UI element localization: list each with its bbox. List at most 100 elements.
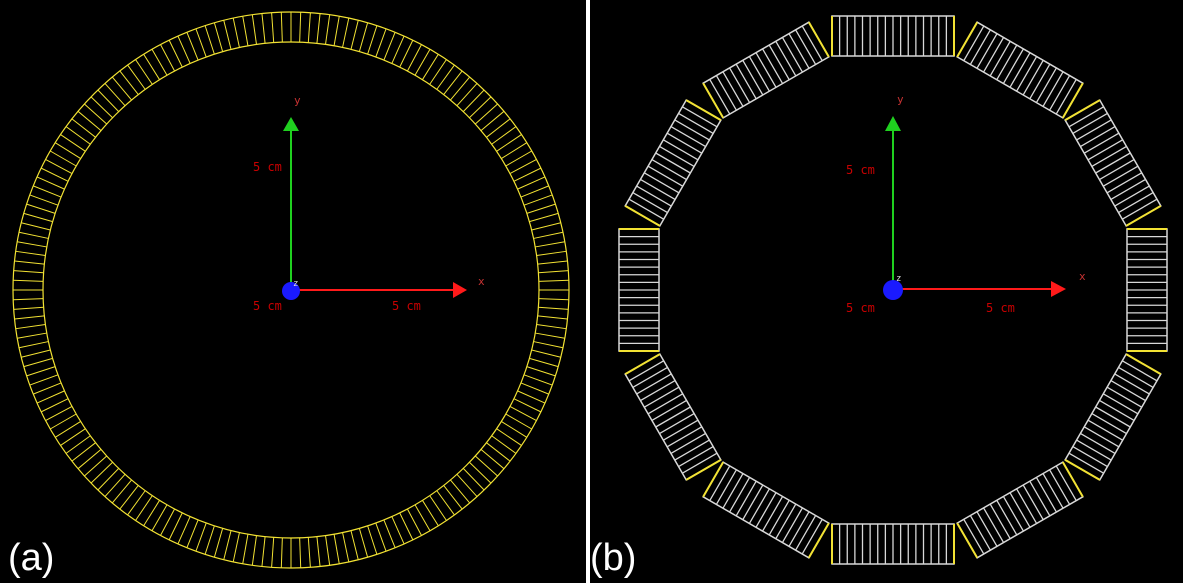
module-strip: [729, 477, 751, 513]
module-end-cap: [807, 522, 830, 559]
y-arrowhead: [283, 117, 299, 131]
panel-label-b: (b): [590, 537, 637, 579]
ring-segment: [111, 479, 132, 504]
ring-segment: [391, 516, 405, 545]
ring-segment: [29, 374, 59, 386]
module-strip: [1009, 52, 1031, 88]
x-axis-label: x: [478, 275, 485, 288]
module-strip: [1002, 496, 1024, 532]
module-strip: [647, 165, 684, 187]
ring-segment: [429, 59, 447, 85]
axes-b: y x z 5 cm 5 cm 5 cm: [846, 93, 1086, 315]
module-end-cap: [956, 522, 979, 559]
module-strip: [1118, 192, 1154, 214]
ring-segment: [399, 39, 414, 68]
ring-segment: [316, 13, 321, 44]
module-strip: [976, 33, 998, 69]
module-strip: [1102, 393, 1139, 415]
ring-segment: [251, 535, 257, 566]
ring-segment: [391, 35, 405, 64]
ring-segment: [151, 48, 168, 76]
module-strip: [996, 499, 1018, 536]
ring-segment: [186, 519, 199, 548]
module-strip: [1029, 480, 1051, 517]
ring-segment: [54, 420, 81, 438]
ring-segment: [13, 298, 44, 301]
module-end-cap: [685, 99, 722, 122]
ring-segment: [204, 25, 215, 55]
module-strip: [989, 40, 1011, 77]
module-strip: [1087, 419, 1123, 441]
ring-segment: [13, 306, 44, 310]
ring-segment: [333, 16, 340, 46]
x-scale-label: 5 cm: [986, 301, 1015, 315]
ring-segment: [462, 89, 485, 112]
ring-segment: [375, 522, 387, 552]
module-strip: [963, 519, 985, 555]
module-strip: [659, 145, 695, 167]
ring-segment: [186, 32, 199, 61]
module-end-cap: [1125, 353, 1162, 376]
module-strip: [1114, 185, 1150, 207]
ring-segment: [204, 525, 215, 555]
ring-segment: [104, 83, 126, 107]
ring-segment: [325, 14, 331, 45]
ring-segment: [536, 324, 567, 330]
module-strip: [715, 75, 737, 111]
ring-segment: [520, 382, 549, 395]
ring-segment: [195, 522, 207, 552]
ring-segment: [383, 519, 396, 548]
module-end-cap: [1125, 204, 1162, 227]
module-strip: [781, 37, 803, 73]
ring-segment: [537, 315, 568, 320]
module-strip: [1083, 132, 1120, 154]
module-end-cap: [624, 353, 661, 376]
ring-segment: [350, 20, 359, 50]
ring-segment: [177, 35, 191, 64]
module-strip: [670, 432, 706, 454]
ring-segment: [517, 390, 546, 404]
polygon-canvas: y x z 5 cm 5 cm 5 cm: [618, 15, 1168, 565]
ring-segment: [280, 537, 283, 568]
ring-segment: [538, 270, 569, 274]
module-strip: [755, 492, 777, 528]
module-strip: [748, 56, 770, 92]
module-strip: [674, 119, 710, 141]
ring-segment: [375, 28, 387, 58]
ring-segment: [280, 12, 283, 43]
module-strip: [663, 139, 699, 161]
module-strip: [1072, 112, 1108, 134]
ring-segment: [65, 126, 91, 145]
ring-segment: [350, 530, 359, 560]
module-strip: [722, 473, 744, 509]
module-strip: [996, 44, 1018, 81]
ring-segment: [517, 176, 546, 190]
ring-segment: [151, 504, 168, 532]
module-strip: [1110, 380, 1146, 402]
ring-segment: [60, 428, 86, 446]
ring-segment: [535, 332, 565, 339]
module-strip: [1091, 145, 1127, 167]
module-strip: [788, 511, 810, 547]
module-strip: [1022, 484, 1044, 520]
ring-segment: [523, 374, 553, 386]
ring-segment: [223, 530, 232, 560]
ring-segment: [33, 185, 62, 198]
module-strip: [1068, 106, 1104, 128]
module-strip: [1042, 71, 1064, 107]
ring-segment: [65, 435, 91, 454]
module-strip: [1055, 79, 1077, 115]
ring-segment: [529, 357, 559, 368]
ring-segment: [299, 12, 302, 43]
ring-segment: [71, 118, 96, 138]
ring-segment: [29, 194, 59, 206]
module-strip: [666, 132, 703, 154]
ring-segment: [443, 70, 463, 95]
ring-segment: [261, 13, 266, 44]
module-strip: [768, 44, 790, 81]
module-end-cap: [685, 458, 722, 481]
ring-segment: [523, 194, 553, 206]
ring-segment: [54, 142, 81, 160]
detector-modules: [618, 15, 1168, 565]
module-strip: [1106, 172, 1143, 194]
